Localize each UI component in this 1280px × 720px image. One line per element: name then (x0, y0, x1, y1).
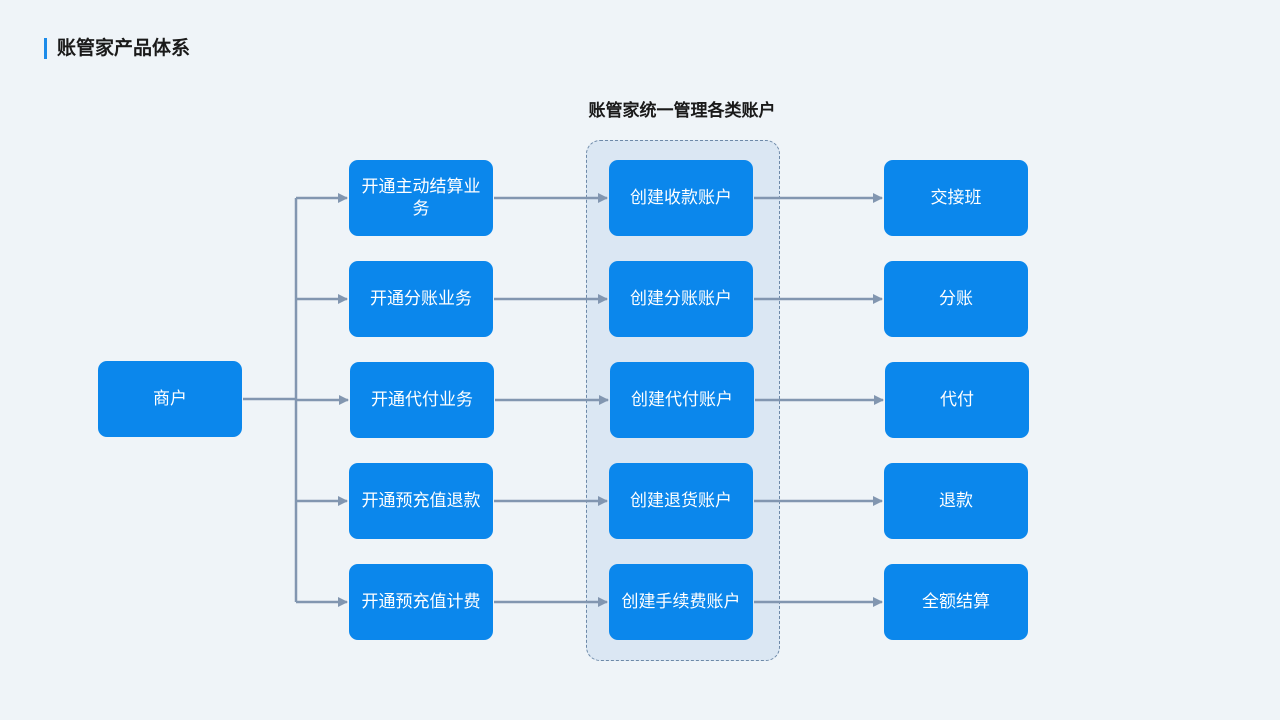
service-node-settlement: 开通主动结算业务 (349, 160, 493, 236)
result-node-payout: 代付 (885, 362, 1029, 438)
page-title: 账管家产品体系 (57, 37, 191, 59)
title-accent-bar (44, 38, 47, 59)
account-node-payout: 创建代付账户 (610, 362, 754, 438)
account-node-return: 创建退货账户 (609, 463, 753, 539)
account-node-collection: 创建收款账户 (609, 160, 753, 236)
service-node-payout: 开通代付业务 (350, 362, 494, 438)
result-node-handover: 交接班 (884, 160, 1028, 236)
account-node-fee: 创建手续费账户 (609, 564, 753, 640)
result-node-split: 分账 (884, 261, 1028, 337)
service-node-prepaid-refund: 开通预充值退款 (349, 463, 493, 539)
result-node-refund: 退款 (884, 463, 1028, 539)
account-node-split: 创建分账账户 (609, 261, 753, 337)
result-node-full-settlement: 全额结算 (884, 564, 1028, 640)
service-node-prepaid-billing: 开通预充值计费 (349, 564, 493, 640)
account-group-title: 账管家统一管理各类账户 (588, 101, 776, 121)
merchant-node: 商户 (98, 361, 242, 437)
service-node-split: 开通分账业务 (349, 261, 493, 337)
